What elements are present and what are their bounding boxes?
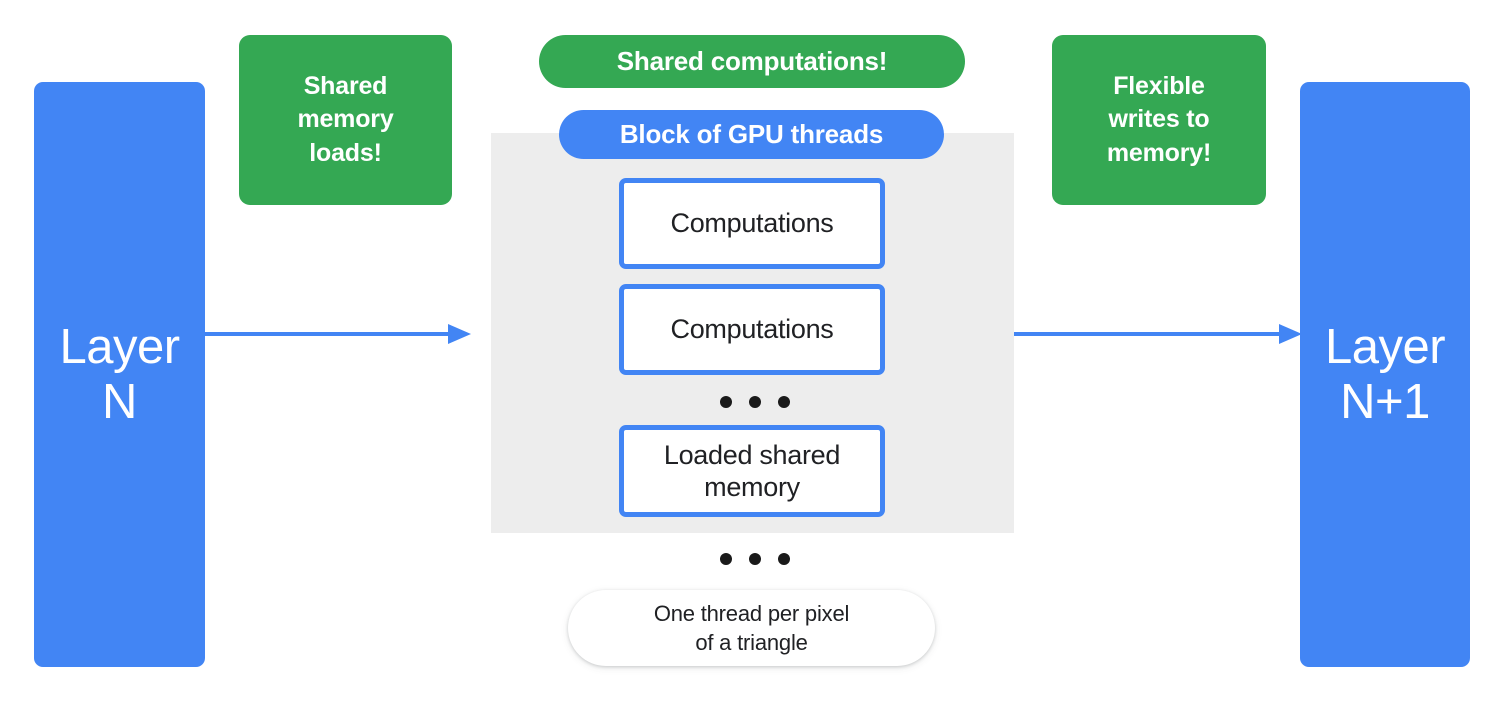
pill-shared-computations: Shared computations!: [539, 35, 965, 88]
dot-icon: [749, 553, 761, 565]
dot-icon: [778, 396, 790, 408]
arrow-right-icon: [205, 324, 471, 344]
dot-icon: [720, 553, 732, 565]
thread-box: Loaded shared memory: [619, 425, 885, 517]
ellipsis-outer-icon: [720, 553, 790, 565]
thread-box: Computations: [619, 178, 885, 269]
dot-icon: [749, 396, 761, 408]
layer-n-block: Layer N: [34, 82, 205, 667]
ellipsis-inner-icon: [720, 396, 790, 408]
dot-icon: [720, 396, 732, 408]
arrow-right-icon: [1014, 324, 1302, 344]
layer-n-plus-1-block: Layer N+1: [1300, 82, 1470, 667]
pill-block-of-gpu-threads: Block of GPU threads: [559, 110, 944, 159]
callout-flexible-writes: Flexible writes to memory!: [1052, 35, 1266, 205]
thread-box: Computations: [619, 284, 885, 375]
callout-shared-memory-loads: Shared memory loads!: [239, 35, 452, 205]
dot-icon: [778, 553, 790, 565]
arrow-block-to-layer-n-plus1: [1014, 321, 1302, 347]
note-one-thread-per-pixel: One thread per pixel of a triangle: [568, 590, 935, 666]
arrow-layer-n-to-block: [205, 321, 471, 347]
